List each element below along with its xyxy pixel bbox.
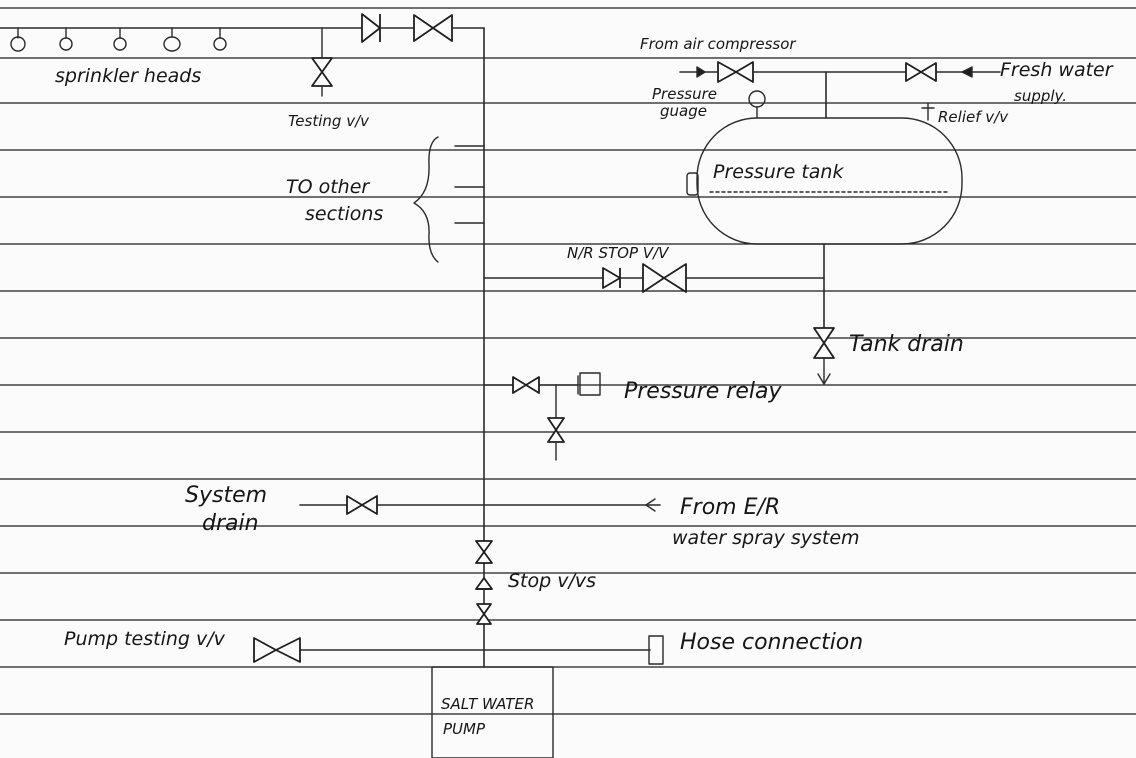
pressure-relay-branch	[483, 372, 601, 461]
label-nr-stop-valve: N/R STOP V/V	[567, 244, 670, 262]
label-from-air-compressor: From air compressor	[640, 35, 796, 53]
salt-water-pump	[431, 666, 554, 758]
sprinkler-head-icon	[59, 27, 73, 51]
relief-valve-icon	[921, 102, 935, 121]
label-fresh-water-supply: supply.	[1014, 87, 1067, 105]
label-system: System	[185, 483, 267, 508]
label-testing-valve: Testing v/v	[288, 112, 370, 130]
sprinkler-head-icon	[113, 27, 127, 51]
label-tank-drain: Tank drain	[849, 332, 964, 357]
label-salt-water: SALT WATER	[441, 695, 534, 713]
system-drain-line	[299, 495, 661, 515]
tank-drain-line	[813, 243, 835, 385]
sprinkler-head-icon	[213, 27, 227, 51]
label-stop-valves: Stop v/vs	[508, 570, 596, 592]
label-sprinkler-heads: sprinkler heads	[55, 65, 201, 87]
top-non-return-valve-icon	[361, 13, 381, 43]
label-pump-testing-valve: Pump testing v/v	[64, 628, 226, 650]
label-from-er: From E/R	[680, 495, 780, 520]
sprinkler-head-icon	[163, 27, 181, 52]
other-section-branches	[413, 136, 485, 263]
label-fresh-water: Fresh water	[1000, 59, 1114, 81]
label-drain: drain	[202, 511, 259, 536]
riser-stop-valves	[475, 540, 493, 625]
label-gauge: guage	[660, 102, 707, 120]
pressure-gauge-icon	[748, 90, 766, 119]
pump-discharge-line	[253, 635, 664, 665]
label-to-other: TO other	[286, 176, 370, 198]
label-water-spray-system: water spray system	[672, 527, 860, 549]
main-riser-pipe	[0, 27, 485, 668]
label-pressure-gauge: Pressure	[652, 85, 717, 103]
air-compressor-line	[679, 61, 1001, 119]
diagram-labels: sprinkler heads Testing v/v From air com…	[55, 35, 1114, 738]
testing-valve-icon	[311, 27, 333, 97]
label-pressure-relay: Pressure relay	[624, 379, 782, 404]
label-hose-connection: Hose connection	[680, 630, 863, 655]
label-relief-valve: Relief v/v	[938, 108, 1009, 126]
nr-stop-valve-line	[483, 263, 825, 293]
ruled-paper-lines	[0, 7, 1136, 715]
sprinkler-head-icon	[10, 27, 26, 52]
sprinkler-heads	[10, 27, 227, 52]
label-pressure-tank: Pressure tank	[713, 161, 844, 183]
label-sections: sections	[305, 203, 383, 225]
label-pump: PUMP	[443, 720, 486, 738]
top-stop-valve-icon	[413, 14, 453, 42]
pressure-tank	[686, 117, 963, 245]
